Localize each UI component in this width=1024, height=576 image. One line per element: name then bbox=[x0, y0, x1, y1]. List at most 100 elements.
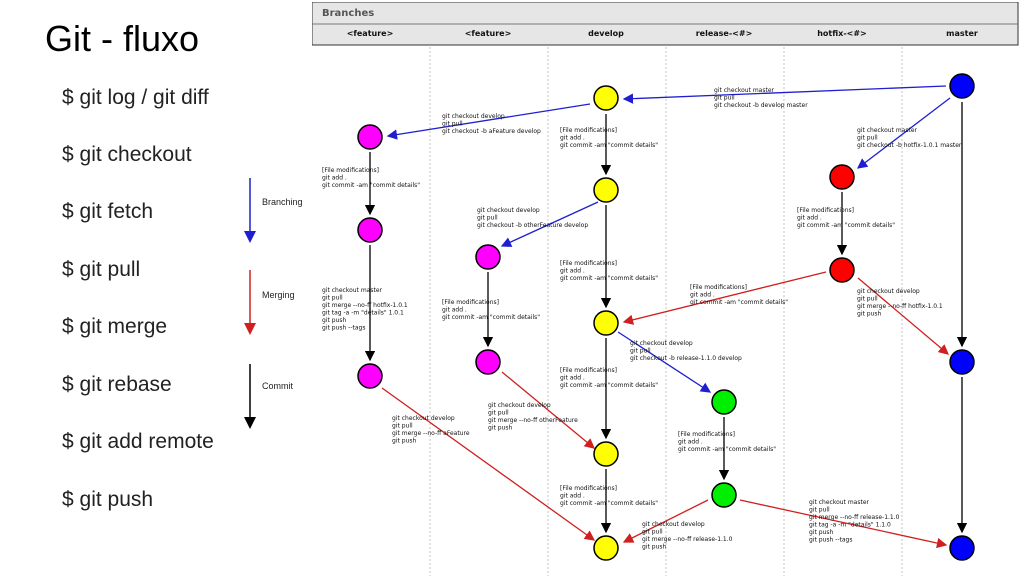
branches-header bbox=[312, 2, 1019, 46]
annotation-line: git commit -am "commit details" bbox=[797, 222, 895, 229]
annotation-line: git pull bbox=[630, 348, 651, 355]
command-item: $ git checkout bbox=[62, 143, 192, 166]
annotation-line: git merge --no-ff hotfix-1.0.1 bbox=[322, 302, 408, 309]
annotation-line: git push --tags bbox=[809, 537, 852, 544]
annotation-line: git checkout master bbox=[714, 87, 775, 94]
annotation-line: [File modifications] bbox=[560, 367, 617, 374]
annotation-line: git checkout master bbox=[857, 127, 918, 134]
lane-header-feature-1: <feature> bbox=[347, 29, 394, 38]
annotation-line: [File modifications] bbox=[560, 127, 617, 134]
annotation-line: git pull bbox=[477, 215, 498, 222]
annotation-line: git push bbox=[857, 311, 881, 318]
annotation-line: git pull bbox=[322, 295, 343, 302]
annotation-line: git checkout -b aFeature develop bbox=[442, 128, 541, 135]
hotfix-commit-node bbox=[829, 257, 855, 283]
annotation-line: git checkout master bbox=[809, 499, 870, 506]
annotation-line: [File modifications] bbox=[560, 485, 617, 492]
annotation-line: git checkout -b develop master bbox=[714, 102, 808, 109]
legend-commit-label: Commit bbox=[262, 381, 293, 391]
legend-branching-label: Branching bbox=[262, 197, 303, 207]
annotation-line: git commit -am "commit details" bbox=[560, 142, 658, 149]
feature-commit-node bbox=[475, 244, 501, 270]
annotation-line: git checkout -b otherFeature develop bbox=[477, 222, 588, 229]
annotation-line: git merge --no-ff aFeature bbox=[392, 430, 470, 437]
feature-commit-node bbox=[357, 124, 383, 150]
annotation-line: git add . bbox=[690, 292, 715, 299]
annotation-line: git push bbox=[809, 529, 833, 536]
lane-header-develop: develop bbox=[588, 29, 624, 38]
command-item: $ git fetch bbox=[62, 200, 154, 223]
annotation-line: [File modifications] bbox=[690, 284, 747, 291]
annotation-line: [File modifications] bbox=[678, 431, 735, 438]
lane-header-release: release-<#> bbox=[696, 29, 753, 38]
annotation-line: git add . bbox=[322, 175, 347, 182]
annotation-line: git merge --no-ff hotfix-1.0.1 bbox=[857, 303, 943, 310]
release-commit-node bbox=[711, 482, 737, 508]
annotation-line: git checkout -b hotfix-1.0.1 master bbox=[857, 142, 962, 149]
annotation-line: git checkout develop bbox=[477, 207, 540, 214]
annotation-line: git pull bbox=[809, 507, 830, 514]
annotation-line: git commit -am "commit details" bbox=[690, 299, 788, 306]
annotation-line: git checkout -b release-1.1.0 develop bbox=[630, 355, 742, 362]
annotation: [File modifications]git add .git commit … bbox=[797, 207, 895, 229]
annotation-line: git merge --no-ff release-1.1.0 bbox=[642, 536, 733, 543]
command-item: $ git merge bbox=[62, 315, 168, 338]
master-commit-node bbox=[949, 73, 975, 99]
branches-header-title: Branches bbox=[322, 8, 374, 19]
annotation: [File modifications]git add .git commit … bbox=[560, 260, 658, 282]
feature-commit-node bbox=[475, 349, 501, 375]
annotation-line: git tag -a -m "details" 1.0.1 bbox=[322, 310, 404, 317]
annotation-line: git push bbox=[642, 544, 666, 551]
git-flow-diagram: Branches <feature> <feature> develop rel… bbox=[312, 2, 1019, 576]
lane-header-feature-2: <feature> bbox=[465, 29, 512, 38]
annotation: [File modifications]git add .git commit … bbox=[690, 284, 788, 306]
annotation-line: git commit -am "commit details" bbox=[560, 382, 658, 389]
release-commit-node bbox=[711, 389, 737, 415]
annotation-line: git merge --no-ff otherFeature bbox=[488, 417, 578, 424]
annotation-line: git pull bbox=[714, 95, 735, 102]
master-commit-node bbox=[949, 535, 975, 561]
annotation-line: git add . bbox=[797, 215, 822, 222]
annotation-line: [File modifications] bbox=[442, 299, 499, 306]
develop-commit-node bbox=[593, 85, 619, 111]
annotation-line: [File modifications] bbox=[560, 260, 617, 267]
annotation-line: git pull bbox=[642, 529, 663, 536]
annotation-line: git add . bbox=[442, 307, 467, 314]
annotation: [File modifications]git add .git commit … bbox=[322, 167, 420, 189]
annotation-line: git add . bbox=[560, 135, 585, 142]
legend-arrows bbox=[244, 178, 256, 429]
develop-commit-node bbox=[593, 177, 619, 203]
lane-header-master: master bbox=[946, 29, 978, 38]
annotation-line: git pull bbox=[488, 410, 509, 417]
annotation-line: git commit -am "commit details" bbox=[560, 500, 658, 507]
annotation-line: [File modifications] bbox=[797, 207, 854, 214]
annotation: [File modifications]git add .git commit … bbox=[442, 299, 540, 321]
annotation-line: git add . bbox=[560, 375, 585, 382]
annotation-line: git push bbox=[322, 317, 346, 324]
annotation-line: git commit -am "commit details" bbox=[678, 446, 776, 453]
merging-arrows bbox=[381, 271, 949, 549]
slide-title: Git - fluxo bbox=[45, 18, 200, 59]
annotation-line: git checkout develop bbox=[392, 415, 455, 422]
annotation-line: git commit -am "commit details" bbox=[442, 314, 540, 321]
annotation-line: git checkout develop bbox=[642, 521, 705, 528]
lane-header-hotfix: hotfix-<#> bbox=[817, 29, 867, 38]
annotation: [File modifications]git add .git commit … bbox=[560, 367, 658, 389]
develop-commit-node bbox=[593, 441, 619, 467]
annotation-line: git add . bbox=[678, 439, 703, 446]
annotation-line: git tag -a -m "details" 1.1.0 bbox=[809, 522, 891, 529]
annotation-line: git checkout develop bbox=[857, 288, 920, 295]
annotation: [File modifications]git add .git commit … bbox=[560, 127, 658, 149]
annotation-line: git checkout develop bbox=[488, 402, 551, 409]
branching-arrows bbox=[386, 85, 951, 393]
command-item: $ git log / git diff bbox=[62, 86, 209, 109]
commit-arrows bbox=[364, 102, 968, 534]
develop-commit-node bbox=[593, 310, 619, 336]
commit-nodes bbox=[357, 73, 975, 561]
